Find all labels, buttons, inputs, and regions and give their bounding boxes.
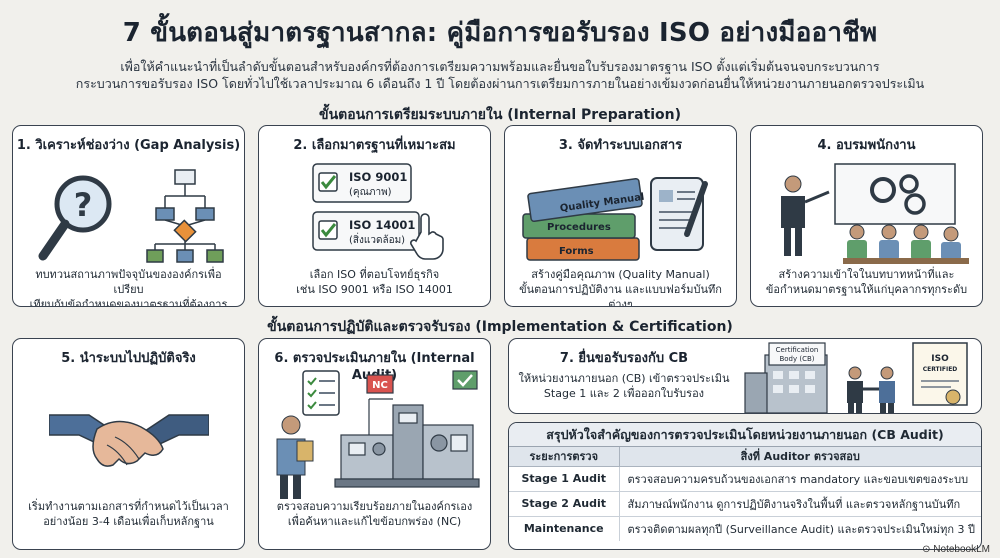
trainer-icon [781, 175, 830, 256]
tablet-pen-icon [650, 177, 708, 251]
audit-stage-cell: Maintenance [509, 515, 620, 541]
flowchart-icon [146, 169, 224, 263]
step-6-desc-line-2: เพื่อค้นหาและแก้ไขข้อบกพร่อง (NC) [287, 515, 462, 528]
training-illustration [781, 163, 969, 264]
document-books-illustration: Forms Procedures Quality Manual [522, 177, 708, 261]
step-card-6: 6. ตรวจประเมินภายใน (Internal Audit) NC [258, 338, 491, 550]
step-5-desc-line-1: เริ่มทำงานตามเอกสารที่กำหนดไว้เป็นเวลา [28, 500, 229, 513]
subtitle-line-2: กระบวนการขอรับรอง ISO โดยทั่วไปใช้เวลาปร… [75, 76, 925, 91]
auditor-icon [276, 415, 314, 499]
book-forms-label: Forms [559, 246, 594, 257]
step-card-3: 3. จัดทำระบบเอกสาร Forms Procedures Qual… [504, 125, 737, 307]
step-1-title: 1. วิเคราะห์ช่องว่าง (Gap Analysis) [16, 138, 241, 153]
handshake-icon [49, 414, 209, 467]
step-1-desc-line-2: เทียบกับข้อกำหนดของมาตรฐานที่ต้องการ [29, 298, 228, 307]
step-2-desc-line-2: เช่น ISO 9001 หรือ ISO 14001 [296, 283, 453, 296]
table-row: Maintenance ตรวจติดตามผลทุกปี (Surveilla… [509, 515, 981, 541]
audit-detail-cell: สัมภาษณ์พนักงาน ดูการปฏิบัติงานจริงในพื้… [619, 490, 981, 516]
iso-certificate-icon: ISO CERTIFIED [912, 342, 968, 406]
iso-14001-code: ISO 14001 [349, 218, 415, 232]
handshake-illustration [49, 414, 209, 467]
iso-14001-note: (สิ่งแวดล้อม) [349, 232, 405, 246]
iso-9001-note: (คุณภาพ) [349, 187, 392, 198]
step-7-title: 7. ยื่นขอรับรองกับ CB [559, 351, 689, 366]
audit-stage-cell: Stage 1 Audit [509, 465, 620, 491]
step-2-desc-line-1: เลือก ISO ที่ตอบโจทย์ธุรกิจ [309, 268, 440, 281]
step-6-desc-line-1: ตรวจสอบความเรียบร้อยภายในองค์กรเอง [276, 500, 473, 513]
pointer-hand-icon [410, 213, 444, 260]
step-3-title: 3. จัดทำระบบเอกสาร [558, 138, 683, 153]
auditors-handshake-icon [847, 366, 895, 413]
step-card-5: 5. นำระบบไปปฏิบัติจริง เริ่มทำงานตามเอกส… [12, 338, 245, 550]
standard-options-illustration: ISO 9001 (คุณภาพ) ISO 14001 (สิ่งแวดล้อม… [312, 163, 444, 260]
step-5-title: 5. นำระบบไปปฏิบัติจริง [61, 351, 196, 366]
magnifier-icon: ? [38, 175, 112, 261]
book-procedures-label: Procedures [547, 222, 611, 233]
table-row: Stage 1 Audit ตรวจสอบความครบถ้วนของเอกสา… [509, 465, 981, 491]
step-4-desc-line-1: สร้างความเข้าใจในบทบาทหน้าที่และ [778, 268, 955, 281]
cb-sign-line-1: Certification [776, 346, 819, 354]
step-2-description: เลือก ISO ที่ตอบโจทย์ธุรกิจ เช่น ISO 900… [267, 267, 482, 297]
nc-label: NC [372, 380, 388, 391]
step-6-description: ตรวจสอบความเรียบร้อยภายในองค์กรเอง เพื่อ… [267, 499, 482, 529]
audit-stage-cell: Stage 2 Audit [509, 490, 620, 516]
table-row: Stage 2 Audit สัมภาษณ์พนักงาน ดูการปฏิบั… [509, 490, 981, 516]
step-5-description: เริ่มทำงานตามเอกสารที่กำหนดไว้เป็นเวลา อ… [21, 499, 236, 529]
page-subtitle: เพื่อให้คำแนะนำที่เป็นลำดับขั้นตอนสำหรับ… [40, 58, 960, 92]
presentation-board-icon [834, 163, 956, 225]
logo-icon: ⊙ [922, 544, 931, 555]
svg-text:?: ? [74, 186, 93, 224]
step-3-description: สร้างคู่มือคุณภาพ (Quality Manual) ขั้นต… [513, 267, 728, 307]
audit-header-stage: ระยะการตรวจ [509, 447, 620, 467]
iso-14001-option: ISO 14001 (สิ่งแวดล้อม) [312, 211, 420, 251]
machinery-icon [334, 398, 480, 488]
step-7-desc-line-1: ให้หน่วยงานภายนอก (CB) เข้าตรวจประเมิน [518, 372, 730, 385]
step-3-desc-line-1: สร้างคู่มือคุณภาพ (Quality Manual) [531, 268, 710, 281]
magnifier-flowchart-illustration: ? [38, 169, 224, 263]
iso-9001-code: ISO 9001 [349, 170, 407, 184]
step-card-1: 1. วิเคราะห์ช่องว่าง (Gap Analysis) ? ทบ… [12, 125, 245, 307]
cb-audit-summary-table: สรุปหัวใจสำคัญของการตรวจประเมินโดยหน่วยง… [508, 422, 982, 550]
step-card-2: 2. เลือกมาตรฐานที่เหมาะสม ISO 9001 (คุณภ… [258, 125, 491, 307]
step-5-desc-line-2: อย่างน้อย 3-4 เดือนเพื่อเก็บหลักฐาน [43, 515, 214, 528]
step-card-7: 7. ยื่นขอรับรองกับ CB ให้หน่วยงานภายนอก … [508, 338, 982, 414]
notebooklm-logo: ⊙ NotebookLM [922, 544, 990, 555]
step-4-description: สร้างความเข้าใจในบทบาทหน้าที่และ ข้อกำหน… [759, 267, 974, 297]
check-sign-icon [452, 370, 478, 390]
iso-9001-option: ISO 9001 (คุณภาพ) [312, 163, 412, 203]
subtitle-line-1: เพื่อให้คำแนะนำที่เป็นลำดับขั้นตอนสำหรับ… [120, 59, 880, 74]
cb-building-icon: Certification Body (CB) [744, 342, 828, 413]
step-1-desc-line-1: ทบทวนสถานภาพปัจจุบันขององค์กรเพื่อเปรียบ [35, 268, 222, 296]
step-4-title: 4. อบรมพนักงาน [817, 138, 916, 153]
step-3-desc-line-2: ขั้นตอนการปฏิบัติงาน และแบบฟอร์มบันทึกต่… [519, 283, 722, 307]
nc-sign: NC [366, 374, 394, 394]
section-heading-internal: ขั้นตอนการเตรียมระบบภายใน (Internal Prep… [319, 107, 681, 123]
step-7-desc-line-2: Stage 1 และ 2 เพื่อออกใบรับรอง [543, 387, 705, 400]
certification-body-illustration: Certification Body (CB) ISO CERTIFIED [744, 342, 968, 413]
section-heading-implementation: ขั้นตอนการปฏิบัติและตรวจรับรอง (Implemen… [267, 319, 733, 335]
audit-table-title: สรุปหัวใจสำคัญของการตรวจประเมินโดยหน่วยง… [509, 423, 981, 447]
logo-text: NotebookLM [933, 544, 990, 555]
audit-table-header-row: ระยะการตรวจ สิ่งที่ Auditor ตรวจสอบ [509, 447, 981, 467]
step-2-title: 2. เลือกมาตรฐานที่เหมาะสม [293, 138, 456, 153]
internal-audit-illustration: NC [276, 370, 480, 499]
step-7-description: ให้หน่วยงานภายนอก (CB) เข้าตรวจประเมิน S… [509, 371, 739, 401]
cert-iso-text: ISO [931, 354, 949, 364]
checklist-icon [302, 370, 340, 416]
audience-icon [843, 224, 969, 264]
page-title: 7 ขั้นตอนสู่มาตรฐานสากล: คู่มือการขอรับร… [122, 18, 878, 48]
step-1-description: ทบทวนสถานภาพปัจจุบันขององค์กรเพื่อเปรียบ… [21, 267, 236, 307]
audit-detail-cell: ตรวจสอบความครบถ้วนของเอกสาร mandatory แล… [619, 465, 981, 491]
audit-detail-cell: ตรวจติดตามผลทุกปี (Surveillance Audit) แ… [619, 515, 981, 541]
step-card-4: 4. อบรมพนักงาน สร้างความเข้าใจในบทบาทหน้… [750, 125, 983, 307]
step-4-desc-line-2: ข้อกำหนดมาตรฐานให้แก่บุคลากรทุกระดับ [765, 283, 968, 296]
books-stack-icon: Forms Procedures Quality Manual [522, 177, 645, 261]
audit-table: ระยะการตรวจ สิ่งที่ Auditor ตรวจสอบ Stag… [509, 447, 981, 541]
cert-certified-text: CERTIFIED [923, 366, 958, 373]
audit-header-detail: สิ่งที่ Auditor ตรวจสอบ [619, 447, 981, 467]
cb-sign-line-2: Body (CB) [779, 355, 814, 363]
